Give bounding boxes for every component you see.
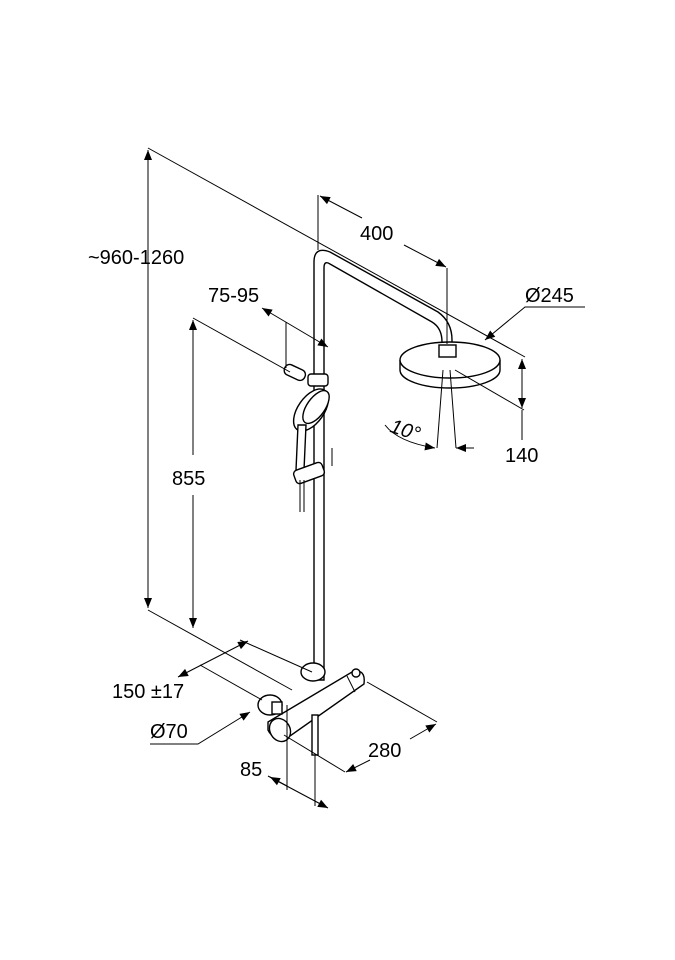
flange-diameter-label: Ø70: [150, 721, 188, 743]
mixer-depth-dimension: 85: [240, 705, 329, 809]
mixer-depth-label: 85: [240, 759, 262, 781]
arm-length-dimension: 400: [317, 195, 448, 344]
arm-length-label: 400: [360, 223, 393, 245]
thermostatic-mixer: [257, 662, 365, 756]
connection-distance-label: 150 ±17: [112, 681, 184, 703]
mixer-width-dimension: 280: [283, 681, 438, 773]
overhead-shower-head: [399, 341, 501, 449]
riser-pole: [313, 249, 453, 681]
head-diameter-label: Ø245: [525, 285, 574, 307]
slider-height-label: 855: [172, 468, 205, 490]
slider-range-dimension: 75-95: [208, 285, 329, 368]
flange-diameter-dimension: Ø70: [150, 711, 251, 745]
head-height-dimension: 140: [454, 359, 538, 467]
head-height-label: 140: [505, 445, 538, 467]
slider-height-dimension: 855: [172, 317, 291, 628]
total-height-label: ~960-1260: [88, 247, 184, 269]
slider-range-label: 75-95: [208, 285, 259, 307]
head-diameter-dimension: Ø245: [484, 285, 585, 341]
total-height-dimension: ~960-1260: [88, 147, 526, 691]
head-angle-dimension: 10°: [384, 415, 474, 452]
head-angle-label: 10°: [387, 415, 423, 445]
hand-shower: [283, 363, 333, 512]
connection-distance-dimension: 150 ±17: [112, 639, 313, 703]
mixer-width-label: 280: [368, 740, 401, 762]
